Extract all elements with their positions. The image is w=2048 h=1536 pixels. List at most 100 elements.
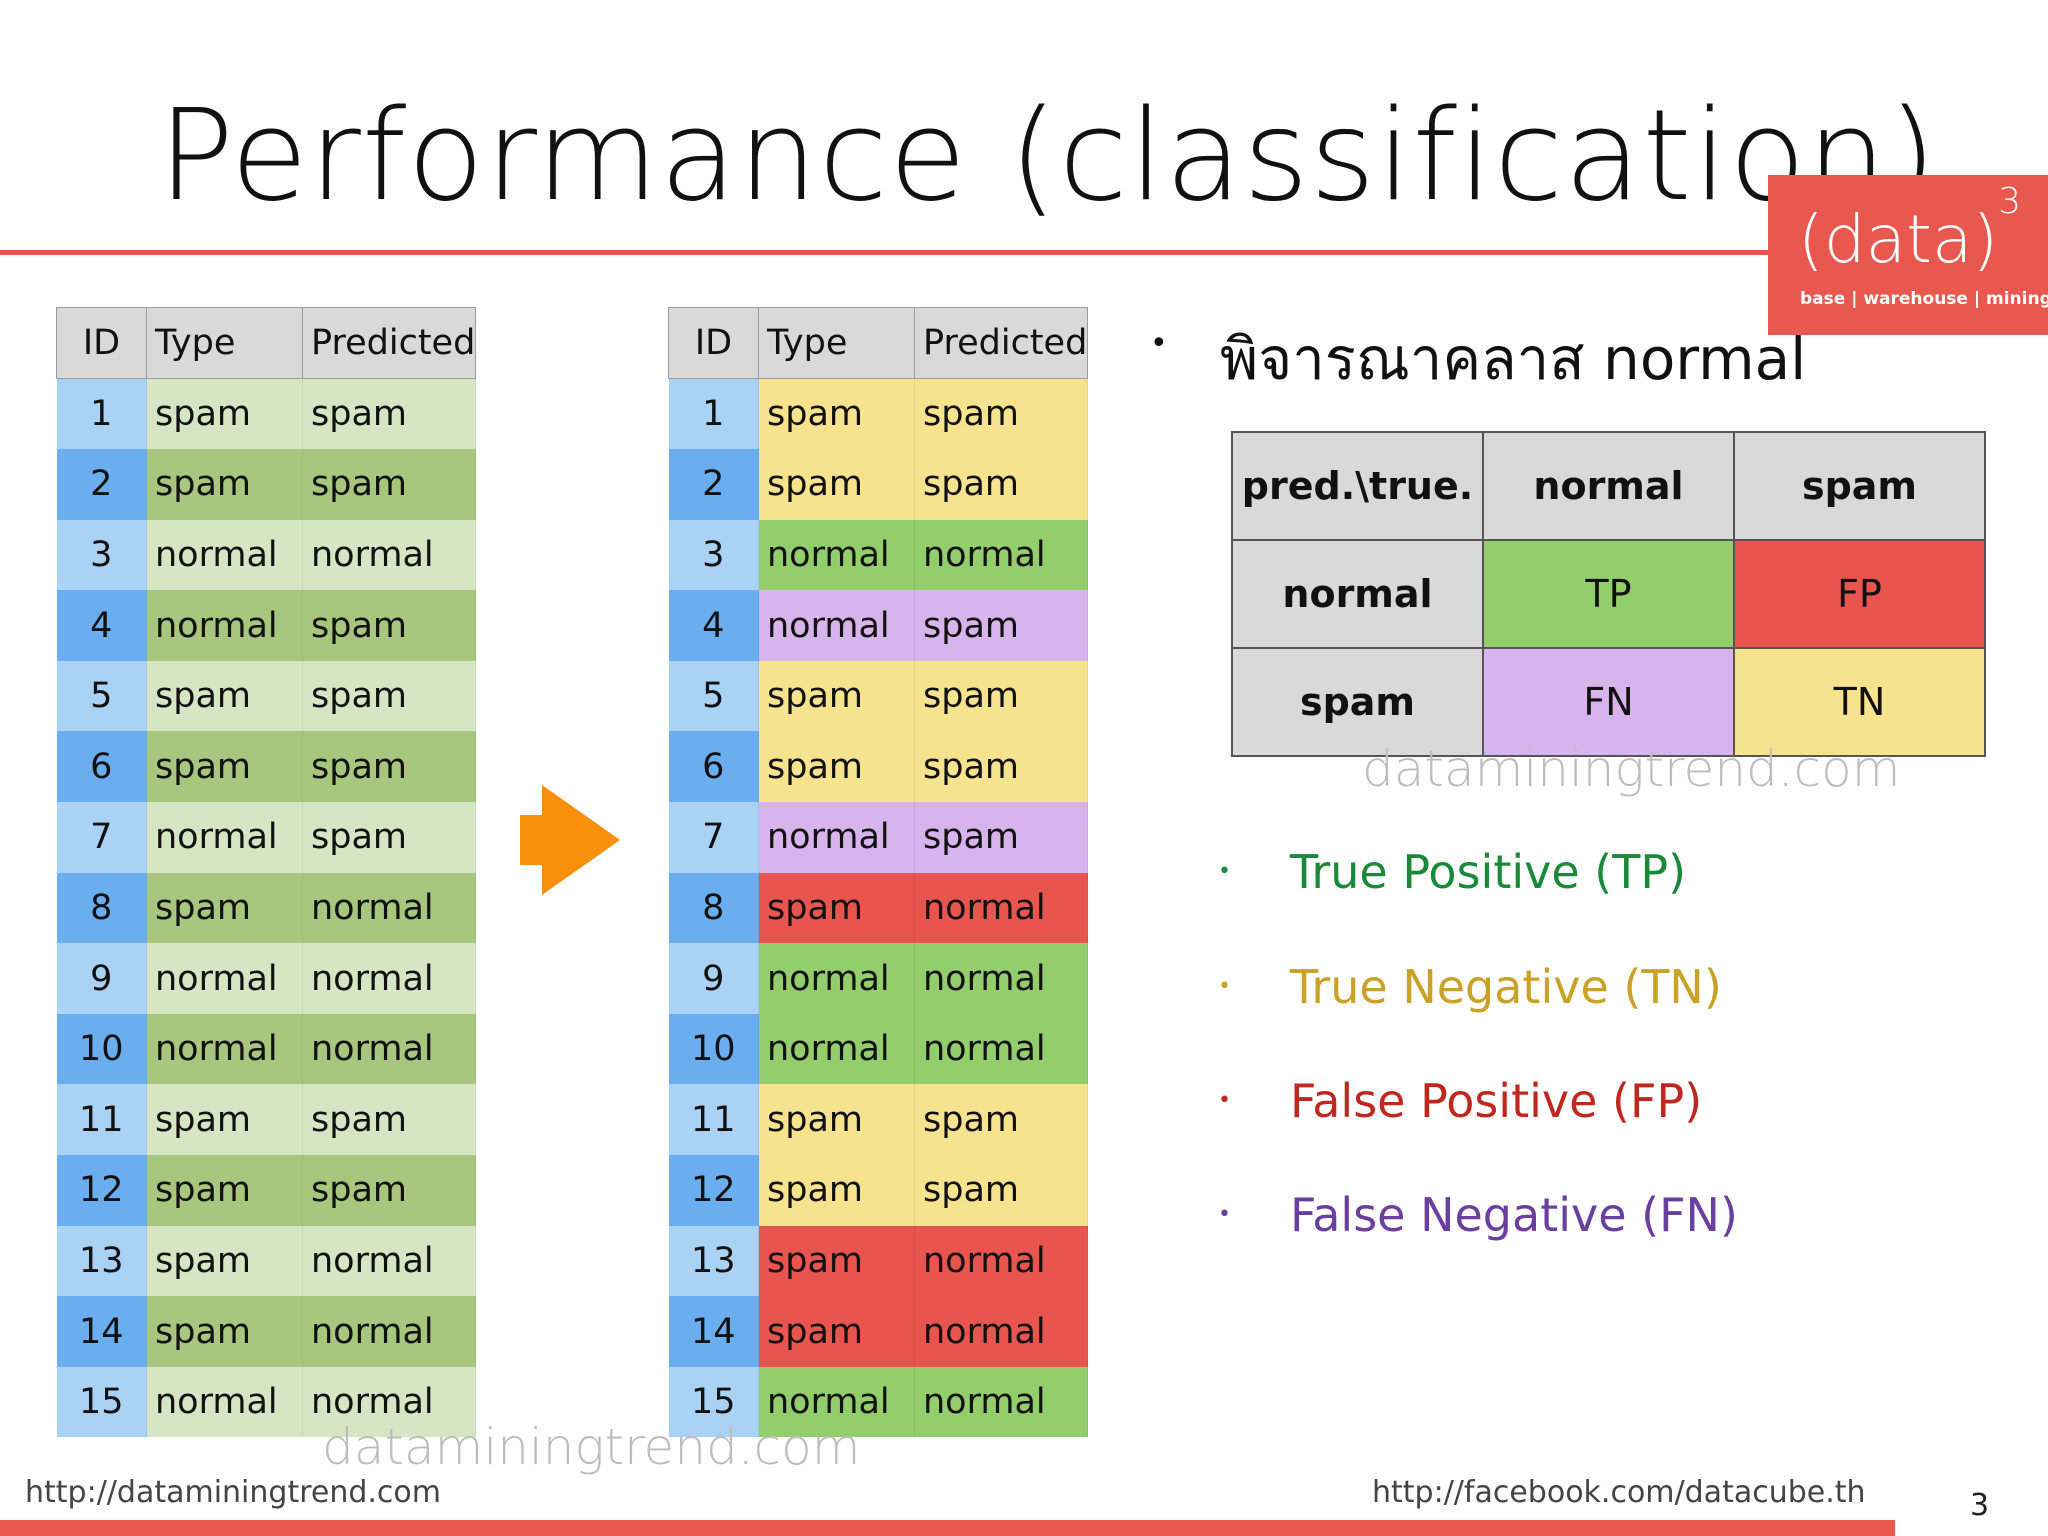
bullet-icon: • (1150, 326, 1168, 361)
bullet-icon: • (1218, 1088, 1231, 1113)
legend-label: True Negative (TN) (1290, 960, 1722, 1014)
row-predicted: spam (302, 1155, 477, 1226)
page-number: 3 (1970, 1488, 1990, 1523)
row-type: spam (146, 1155, 303, 1226)
header-predicted: Predicted (913, 307, 1089, 379)
footer-website-link[interactable]: http://dataminingtrend.com (25, 1475, 442, 1510)
row-id: 7 (668, 802, 759, 873)
row-predicted: normal (302, 872, 477, 944)
cell-tn: TN (1733, 647, 1986, 757)
row-type: spam (146, 731, 303, 803)
row-id: 7 (56, 802, 147, 873)
row-id: 3 (668, 519, 759, 591)
row-id: 11 (56, 1084, 147, 1156)
confusion-row-header: normal (1231, 539, 1484, 649)
row-predicted: normal (914, 1366, 1089, 1438)
row-id: 15 (56, 1366, 147, 1438)
header-type: Type (146, 307, 303, 379)
row-id: 5 (56, 660, 147, 732)
watermark: dataminingtrend.com (322, 1418, 861, 1476)
row-type: spam (758, 731, 915, 803)
footer-facebook-link[interactable]: http://facebook.com/datacube.th (1372, 1475, 1866, 1510)
datacube-logo: (data)3 base | warehouse | mining (1768, 175, 2048, 335)
row-id: 5 (668, 660, 759, 732)
slide-title: Performance (classification) (158, 82, 1938, 229)
row-type: spam (146, 872, 303, 944)
row-type: spam (146, 1296, 303, 1367)
legend-label: True Positive (TP) (1290, 845, 1687, 899)
row-id: 2 (56, 449, 147, 520)
row-type: normal (146, 943, 303, 1014)
row-id: 13 (668, 1225, 759, 1297)
arrow-right-icon (520, 785, 620, 895)
row-id: 12 (668, 1155, 759, 1226)
confusion-col-header: spam (1733, 431, 1986, 541)
row-predicted: spam (914, 1155, 1089, 1226)
row-id: 8 (668, 872, 759, 944)
row-predicted: normal (302, 1366, 477, 1438)
row-type: normal (758, 519, 915, 591)
row-id: 9 (668, 943, 759, 1014)
row-id: 15 (668, 1366, 759, 1438)
row-type: spam (758, 449, 915, 520)
confusion-row: normal TP FP (1231, 539, 1986, 649)
row-id: 12 (56, 1155, 147, 1226)
header-type: Type (758, 307, 915, 379)
header-id: ID (668, 307, 759, 379)
row-predicted: normal (302, 1013, 477, 1085)
header-predicted: Predicted (301, 307, 477, 379)
row-id: 10 (56, 1013, 147, 1085)
row-id: 13 (56, 1225, 147, 1297)
row-id: 4 (56, 590, 147, 661)
bullet-text: พิจารณาคลาส normal (1220, 325, 1807, 393)
legend-label: False Positive (FP) (1290, 1074, 1703, 1128)
row-id: 3 (56, 519, 147, 591)
row-predicted: normal (914, 1225, 1089, 1297)
row-type: spam (758, 1296, 915, 1367)
row-predicted: normal (914, 872, 1089, 944)
row-predicted: spam (914, 1084, 1089, 1156)
row-predicted: normal (302, 1225, 477, 1297)
row-id: 6 (668, 731, 759, 803)
row-type: normal (146, 1366, 303, 1438)
bullet-icon: • (1218, 974, 1231, 999)
confusion-row: spam FN TN (1231, 647, 1986, 757)
row-type: normal (146, 1013, 303, 1085)
row-type: spam (758, 872, 915, 944)
row-type: spam (146, 660, 303, 732)
row-type: normal (758, 943, 915, 1014)
row-type: spam (758, 378, 915, 450)
row-predicted: spam (302, 590, 477, 661)
row-type: spam (758, 1225, 915, 1297)
row-type: normal (146, 802, 303, 873)
row-type: spam (758, 1084, 915, 1156)
watermark: dataminingtrend.com (1362, 740, 1901, 798)
cell-fp: FP (1733, 539, 1986, 649)
row-type: normal (758, 1366, 915, 1438)
row-id: 10 (668, 1013, 759, 1085)
cell-tp: TP (1482, 539, 1735, 649)
